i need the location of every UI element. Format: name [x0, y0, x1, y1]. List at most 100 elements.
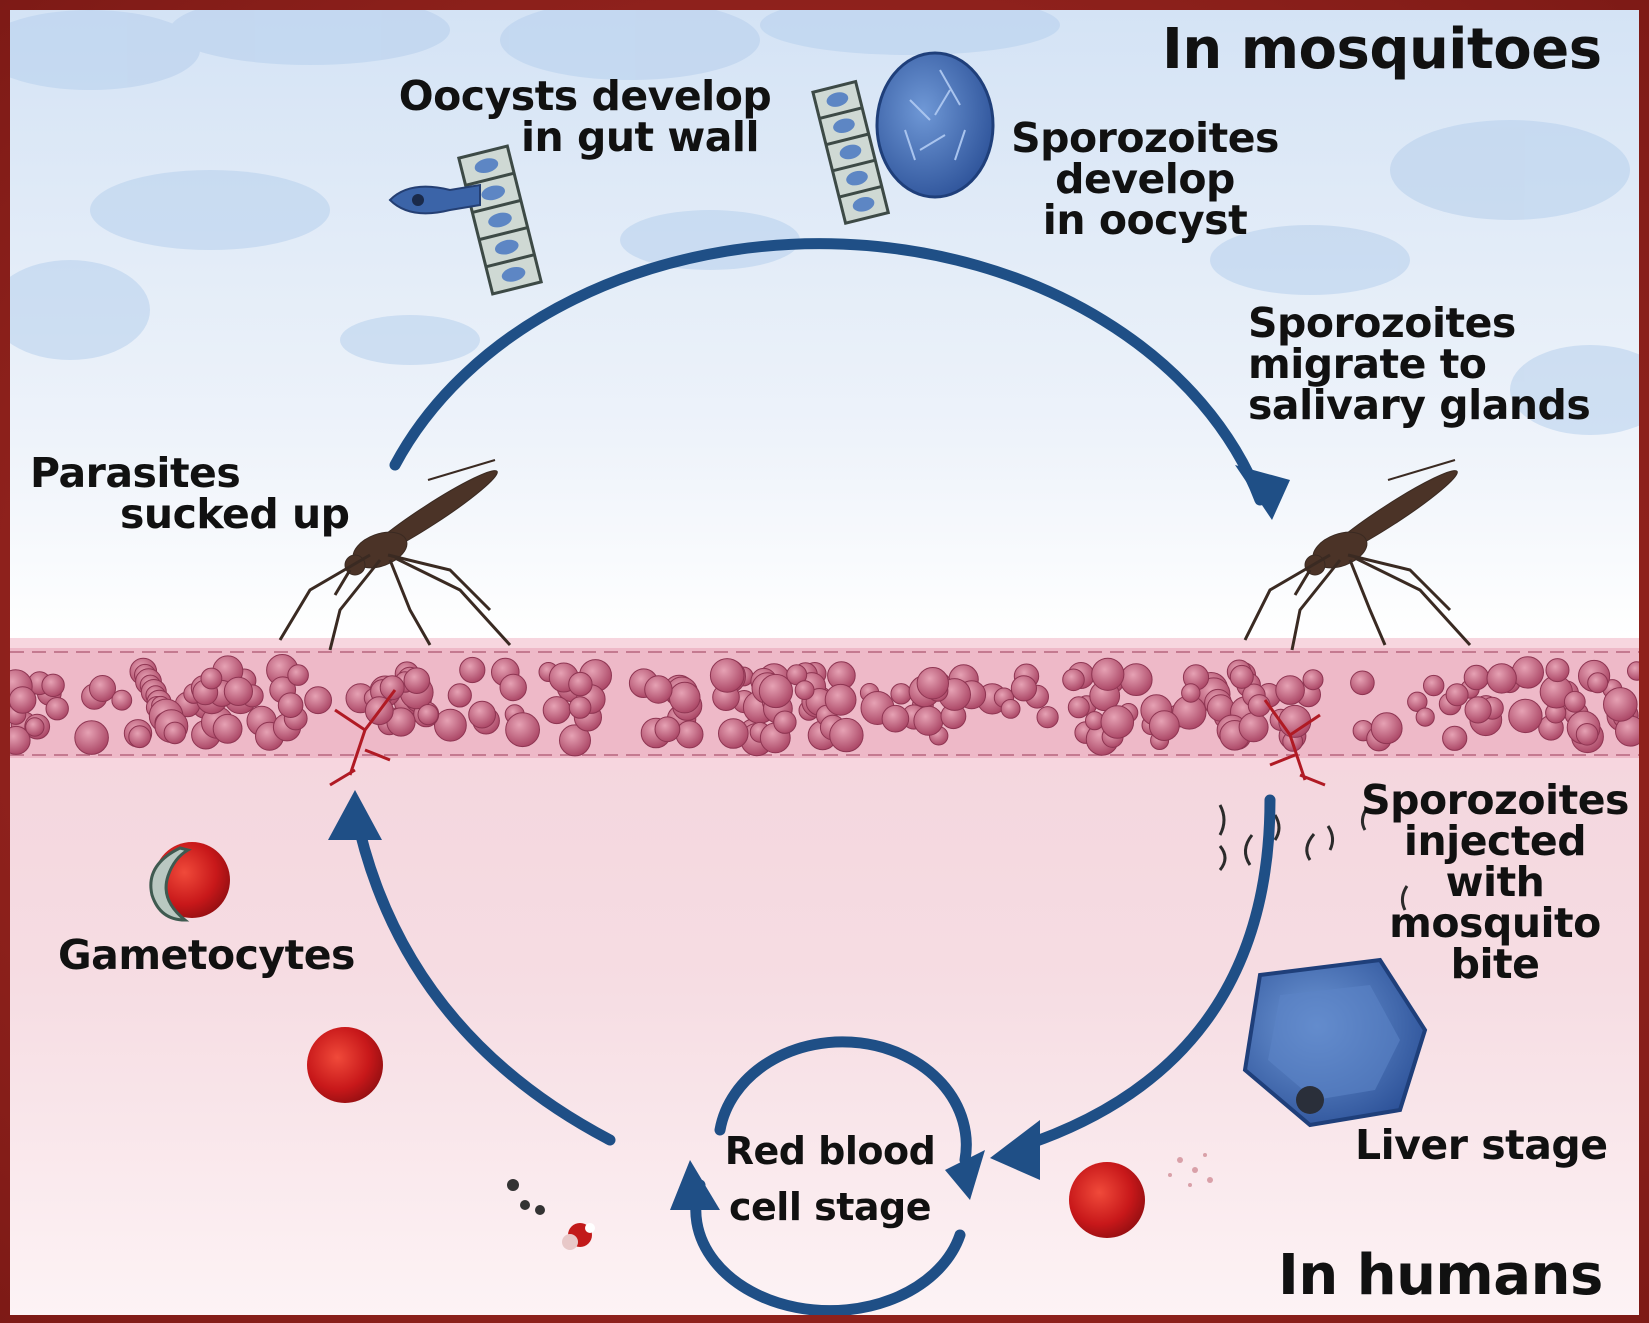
label-injected-line4: mosquito [1360, 903, 1630, 944]
label-parasites-line2: sucked up [30, 494, 350, 535]
blood-cell [75, 721, 109, 755]
blood-cell [1239, 713, 1268, 742]
label-injected-line3: with [1360, 862, 1630, 903]
blood-cell [506, 713, 540, 747]
title-in-mosquitoes: In mosquitoes [1162, 22, 1602, 78]
blood-cell [1424, 675, 1444, 695]
blood-cell [569, 672, 592, 695]
label-oocysts-line2: in gut wall [395, 117, 775, 158]
blood-cell [278, 693, 303, 718]
blood-cell [112, 690, 132, 710]
blood-cell [914, 706, 943, 735]
blood-cell [1416, 708, 1434, 726]
blood-cell [46, 698, 68, 720]
blood-cell [1604, 688, 1638, 722]
blood-cell [213, 714, 242, 743]
blood-cell [1092, 658, 1124, 690]
blood-cell [669, 682, 700, 713]
blood-cell [42, 674, 64, 696]
label-rbc-line2: cell stage [700, 1188, 960, 1226]
blood-cell [201, 668, 222, 689]
blood-cell [1546, 659, 1569, 682]
blood-cell [710, 659, 744, 693]
lifecycle-art [10, 10, 1639, 1315]
red-blood-cell-icon [1069, 1162, 1145, 1238]
blood-cell [1101, 706, 1134, 739]
blood-cell [90, 676, 116, 702]
blood-cell [645, 676, 672, 703]
blood-cell [719, 719, 749, 749]
blood-cell [129, 726, 151, 748]
label-migrate-line2: migrate to [1248, 344, 1590, 385]
label-sporozoites-oocyst-line3: in oocyst [1000, 200, 1290, 241]
blood-cell [404, 668, 430, 694]
blood-cell [1120, 664, 1152, 696]
blood-vessel [10, 638, 1639, 770]
label-sporozoites-oocyst-line2: develop [1000, 159, 1290, 200]
blood-cell [830, 718, 863, 751]
blood-cell [795, 681, 814, 700]
blood-cell [1068, 697, 1089, 718]
blood-cell [1011, 676, 1036, 701]
blood-cell [305, 687, 332, 714]
label-rbc-line1: Red blood [700, 1132, 960, 1170]
label-parasites-line1: Parasites [30, 453, 350, 494]
blood-cell [500, 674, 526, 700]
blood-cell [1509, 699, 1542, 732]
label-sporozoites-migrate: Sporozoites migrate to salivary glands [1248, 303, 1590, 426]
blood-cell [1063, 669, 1085, 691]
blood-cell [1371, 713, 1402, 744]
blood-cell [1182, 684, 1200, 702]
blood-cell [1303, 670, 1323, 690]
blood-cell [1037, 707, 1058, 728]
blood-cell [825, 684, 856, 715]
blood-cell [1230, 665, 1253, 688]
blood-cell [10, 687, 36, 714]
blood-cell [1149, 711, 1179, 741]
label-liver-stage: Liver stage [1355, 1125, 1608, 1166]
blood-cell [1351, 671, 1375, 695]
label-sporozoites-oocyst-line1: Sporozoites [1000, 118, 1290, 159]
label-sporozoites-oocyst: Sporozoites develop in oocyst [1000, 118, 1290, 241]
label-injected-line2: injected [1360, 821, 1630, 862]
blood-cell [448, 684, 471, 707]
blood-cell [418, 705, 438, 725]
label-rbc-stage: Red blood cell stage [700, 1132, 960, 1226]
blood-cell [1446, 684, 1468, 706]
blood-cell [435, 709, 467, 741]
label-parasites: Parasites sucked up [30, 453, 350, 535]
blood-cell [655, 717, 680, 742]
blood-cell [1248, 695, 1270, 717]
blood-cell [1465, 697, 1491, 723]
blood-cell [759, 674, 792, 707]
blood-cell [224, 677, 252, 705]
blood-cell [1512, 657, 1543, 688]
blood-cell [1564, 691, 1585, 712]
blood-cell [1464, 665, 1488, 689]
label-oocysts-line1: Oocysts develop [395, 76, 775, 117]
blood-cell [469, 701, 496, 728]
label-gametocytes: Gametocytes [58, 935, 355, 976]
blood-cell [26, 718, 44, 736]
blood-cell [1276, 676, 1305, 705]
blood-cell [1443, 726, 1467, 750]
label-injected-line1: Sporozoites [1360, 780, 1630, 821]
blood-cell [676, 721, 703, 748]
blood-cell [288, 665, 309, 686]
label-migrate-line1: Sporozoites [1248, 303, 1590, 344]
blood-cell [917, 668, 948, 699]
label-oocysts: Oocysts develop in gut wall [395, 76, 775, 158]
label-migrate-line3: salivary glands [1248, 385, 1590, 426]
red-blood-cell-icon [307, 1027, 383, 1103]
label-sporozoites-injected: Sporozoites injected with mosquito bite [1360, 780, 1630, 985]
blood-cell [1001, 700, 1020, 719]
label-injected-line5: bite [1360, 944, 1630, 985]
title-in-humans: In humans [1278, 1248, 1603, 1304]
blood-cell [569, 697, 591, 719]
blood-cell [1588, 673, 1608, 693]
blood-cell [1487, 664, 1516, 693]
blood-cell [460, 657, 485, 682]
diagram-panel: In mosquitoes In humans Oocysts develop … [10, 10, 1639, 1315]
blood-cell [774, 711, 796, 733]
